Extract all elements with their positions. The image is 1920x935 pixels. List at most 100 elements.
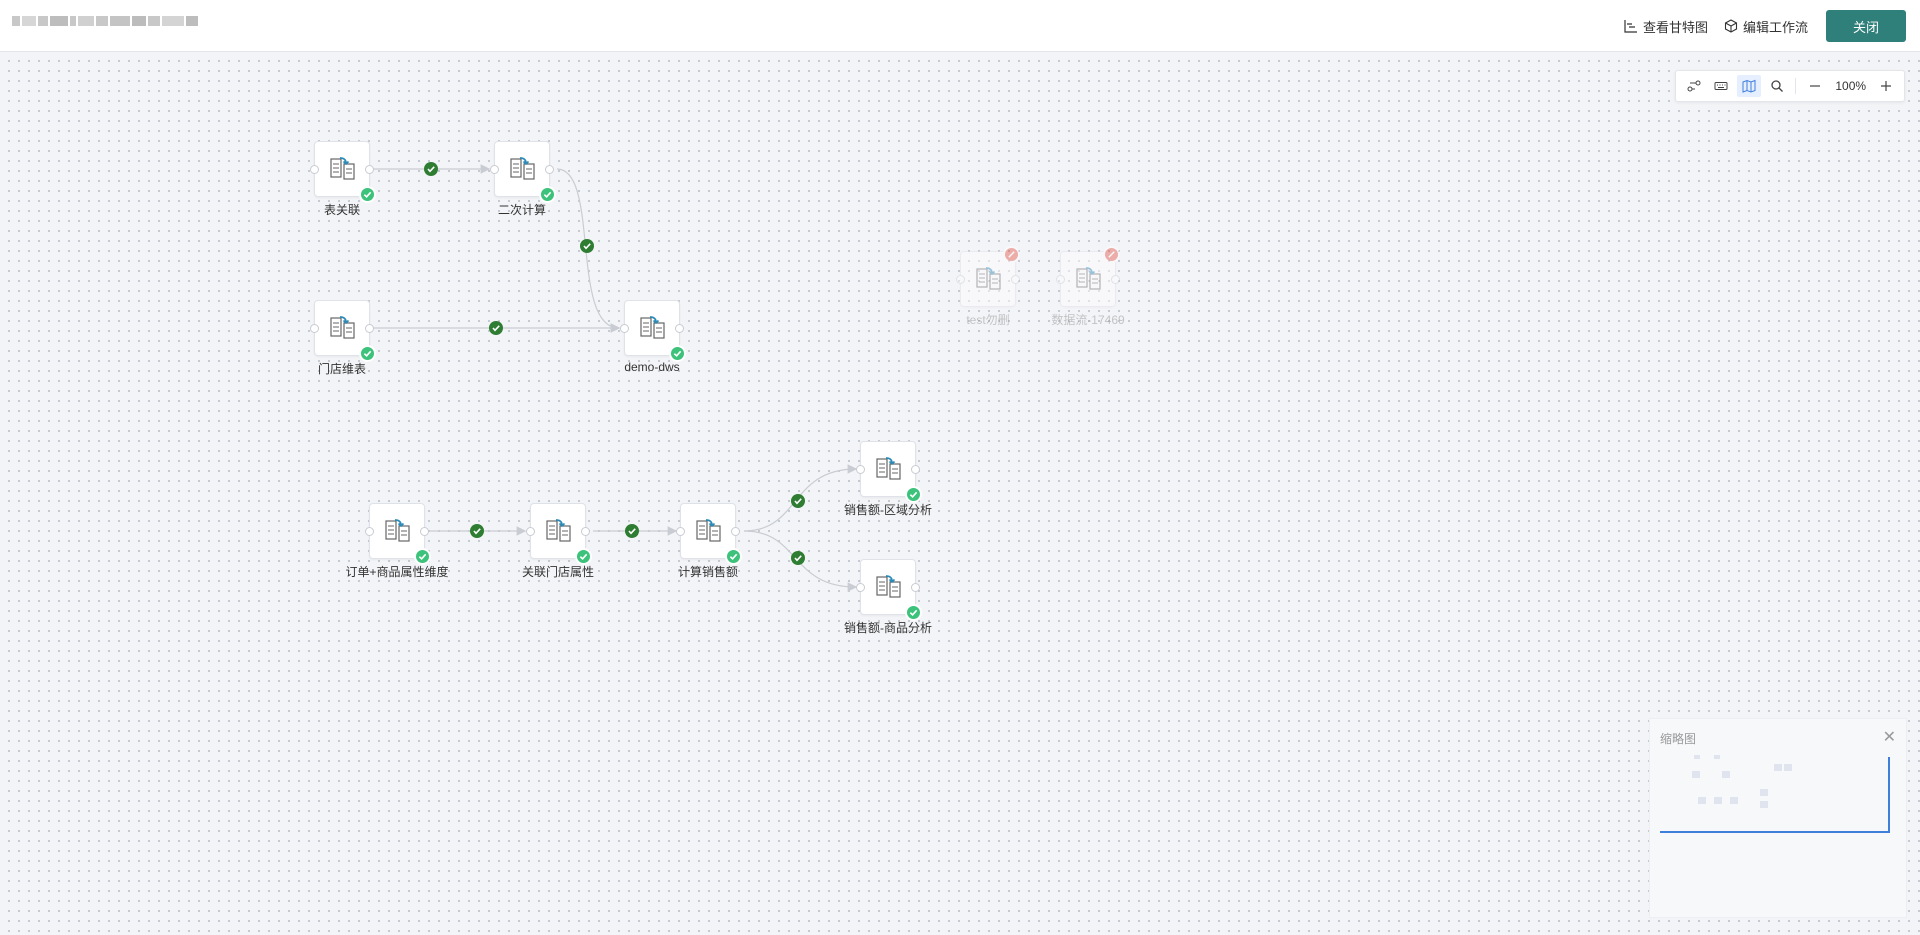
dataflow-icon: [696, 519, 721, 542]
node-label: 销售额-区域分析: [844, 503, 932, 517]
dataflow-icon: [546, 519, 571, 542]
node-sales-product-analysis[interactable]: 销售额-商品分析: [844, 559, 932, 635]
node-order-product-dim[interactable]: 订单+商品属性维度: [345, 503, 449, 579]
zoom-level: 100%: [1835, 79, 1867, 93]
dataflow-icon: [976, 267, 1001, 290]
search-button[interactable]: [1765, 75, 1789, 97]
workflow-canvas[interactable]: [0, 52, 1920, 935]
output-port[interactable]: [365, 324, 374, 333]
output-port[interactable]: [1011, 275, 1020, 284]
minimap-node: [1774, 764, 1782, 771]
output-port[interactable]: [731, 527, 740, 536]
output-port[interactable]: [1111, 275, 1120, 284]
success-badge-icon: [905, 486, 922, 503]
success-badge-icon: [725, 548, 742, 565]
minimap-viewport[interactable]: [1660, 757, 1890, 833]
minimap-panel[interactable]: 缩略图 ✕: [1649, 718, 1907, 918]
output-port[interactable]: [581, 527, 590, 536]
node-join-store-attr[interactable]: 关联门店属性: [522, 503, 594, 579]
blurred-workflow-title: [12, 16, 198, 26]
success-badge-icon: [905, 604, 922, 621]
cube-icon: [1724, 19, 1738, 33]
success-badge-icon: [414, 548, 431, 565]
node-calc-sales[interactable]: 计算销售额: [676, 503, 742, 579]
toolbar-divider: [1795, 78, 1797, 94]
close-icon[interactable]: ✕: [1882, 729, 1896, 746]
success-badge-icon: [359, 345, 376, 362]
view-gantt-button[interactable]: 查看甘特图: [1624, 17, 1708, 36]
layout-button[interactable]: [1682, 75, 1706, 97]
input-port[interactable]: [956, 275, 965, 284]
close-button[interactable]: 关闭: [1826, 10, 1906, 42]
success-badge-icon: [359, 186, 376, 203]
node-sales-region-analysis[interactable]: 销售额-区域分析: [844, 441, 932, 517]
disabled-badge-icon: [1003, 246, 1020, 263]
dataflow-icon: [510, 157, 535, 180]
node-label: 订单+商品属性维度: [345, 565, 449, 579]
disabled-badge-icon: [1103, 246, 1120, 263]
minimap-node: [1692, 771, 1700, 778]
minimap-node: [1714, 797, 1722, 804]
input-port[interactable]: [365, 527, 374, 536]
input-port[interactable]: [856, 465, 865, 474]
node-label: 二次计算: [497, 203, 547, 217]
input-port[interactable]: [490, 165, 499, 174]
success-badge-icon: [669, 345, 686, 362]
output-port[interactable]: [911, 465, 920, 474]
input-port[interactable]: [856, 583, 865, 592]
minimap-node: [1784, 764, 1792, 771]
node-label: 数据流-17469: [1051, 313, 1125, 327]
input-port[interactable]: [310, 165, 319, 174]
zoom-in-button[interactable]: [1874, 75, 1898, 97]
minimap-node: [1760, 801, 1768, 808]
node-table-join[interactable]: 表关联: [310, 141, 376, 217]
success-badge-icon: [539, 186, 556, 203]
zoom-in-icon: [1881, 81, 1892, 91]
dataflow-icon: [330, 157, 355, 180]
node-secondary-calc[interactable]: 二次计算: [490, 141, 556, 217]
node-label: test勿删: [966, 313, 1010, 327]
map-icon: [1742, 79, 1756, 93]
node-test-do-not-delete[interactable]: test勿删: [956, 246, 1020, 327]
minimap-node: [1730, 797, 1738, 804]
output-port[interactable]: [420, 527, 429, 536]
view-gantt-label: 查看甘特图: [1642, 19, 1708, 35]
node-label: demo-dws: [624, 360, 680, 374]
node-demo-dws[interactable]: demo-dws: [620, 300, 686, 374]
output-port[interactable]: [545, 165, 554, 174]
dataflow-icon: [1076, 267, 1101, 290]
success-badge-icon: [575, 548, 592, 565]
top-header: 查看甘特图 编辑工作流 关闭: [0, 0, 1920, 52]
map-button[interactable]: [1737, 75, 1761, 97]
node-dataflow-17469[interactable]: 数据流-17469: [1051, 246, 1125, 327]
input-port[interactable]: [310, 324, 319, 333]
zoom-out-button[interactable]: [1803, 75, 1827, 97]
keyboard-button[interactable]: [1710, 75, 1734, 97]
input-port[interactable]: [526, 527, 535, 536]
input-port[interactable]: [1056, 275, 1065, 284]
dataflow-icon: [876, 457, 901, 480]
dataflow-icon: [640, 316, 665, 339]
minimap-node: [1698, 797, 1706, 804]
output-port[interactable]: [675, 324, 684, 333]
minimap-title: 缩略图: [1660, 732, 1697, 746]
node-store-dim[interactable]: 门店维表: [310, 300, 376, 376]
minimap-node: [1714, 755, 1720, 759]
node-label: 销售额-商品分析: [844, 621, 932, 635]
node-label: 表关联: [323, 203, 361, 217]
edit-workflow-label: 编辑工作流: [1742, 19, 1808, 35]
output-port[interactable]: [365, 165, 374, 174]
minimap-node: [1694, 755, 1700, 759]
input-port[interactable]: [676, 527, 685, 536]
zoom-out-icon: [1810, 85, 1821, 87]
search-icon: [1770, 80, 1783, 92]
node-label: 门店维表: [317, 362, 367, 376]
dataflow-icon: [385, 519, 410, 542]
edit-workflow-button[interactable]: 编辑工作流: [1724, 17, 1808, 36]
input-port[interactable]: [620, 324, 629, 333]
minimap-node: [1760, 789, 1768, 796]
dataflow-icon: [876, 575, 901, 598]
output-port[interactable]: [911, 583, 920, 592]
node-label: 计算销售额: [677, 565, 739, 579]
layout-icon: [1687, 80, 1701, 92]
